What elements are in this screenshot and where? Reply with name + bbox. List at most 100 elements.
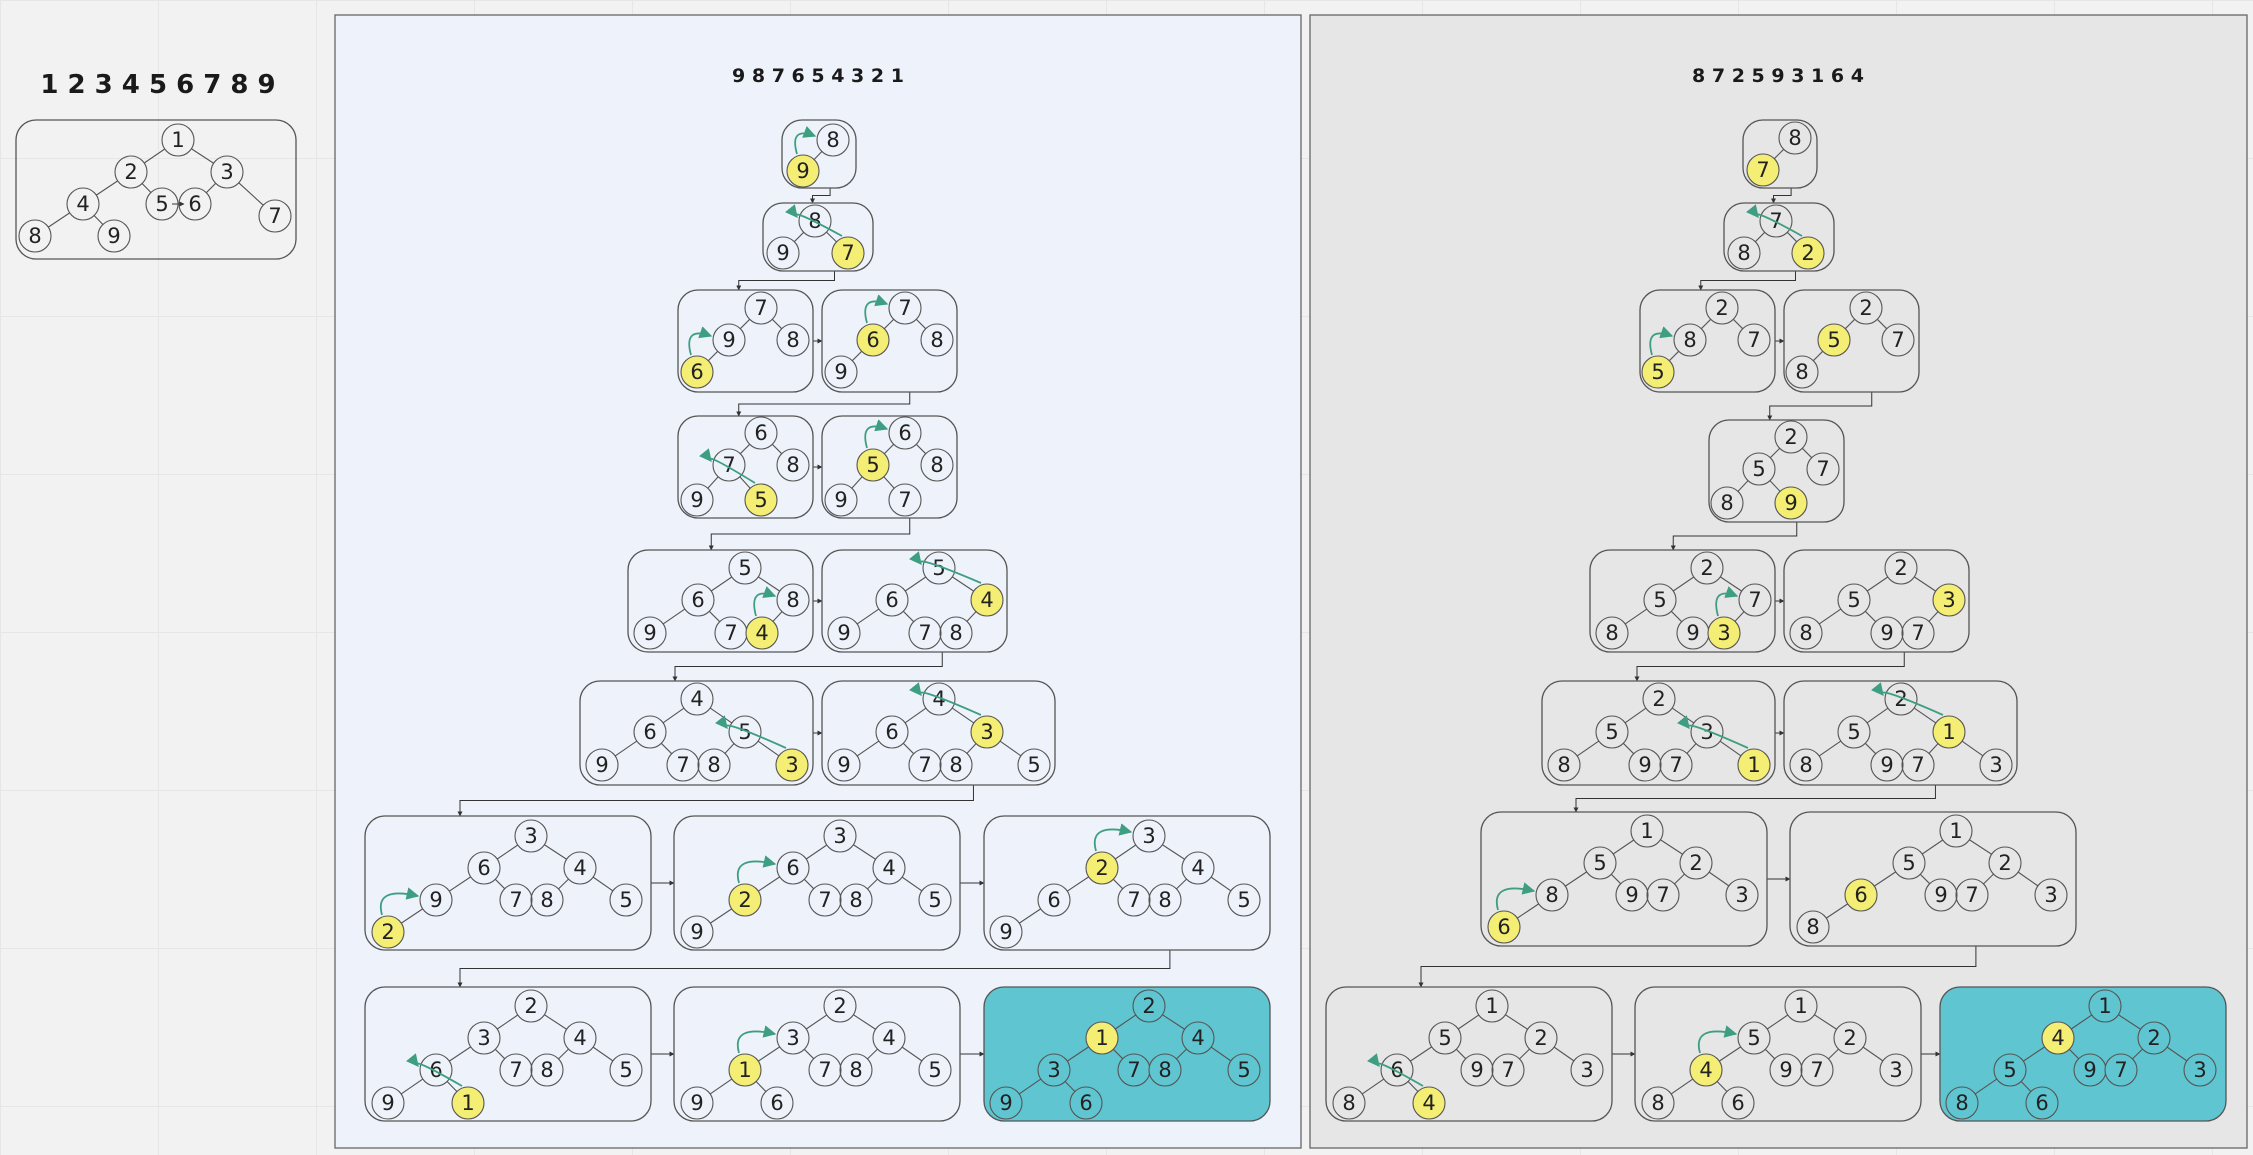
node-value: 8 [1737, 241, 1750, 265]
node-value: 3 [2044, 883, 2057, 907]
node-circle [419, 883, 453, 917]
swap-arrow [715, 715, 787, 749]
node-circle [1759, 204, 1793, 238]
node-value: 9 [1934, 883, 1947, 907]
new-node-circle [1487, 910, 1521, 944]
tree-edge [449, 1046, 471, 1062]
node-value: 2 [1998, 851, 2011, 875]
node-value: 2 [381, 920, 394, 944]
node-value: 9 [1880, 621, 1893, 645]
node-circle [712, 448, 746, 482]
tree-edge [1719, 1046, 1741, 1062]
node-circle [1837, 583, 1871, 617]
node-value: 8 [540, 1058, 553, 1082]
tree-edge [1814, 1014, 1837, 1030]
panel-b-step-tree: 87 [1742, 119, 1818, 189]
tree-edge [710, 908, 732, 924]
node-circle [499, 1053, 533, 1087]
node-circle [918, 883, 952, 917]
node-value: 9 [381, 1091, 394, 1115]
node-value: 3 [477, 1026, 490, 1050]
node-value: 1 [1794, 994, 1807, 1018]
tree-edge [966, 743, 977, 754]
node-value: 6 [1079, 1091, 1092, 1115]
node-circle [563, 1021, 597, 1055]
node-circle [1690, 551, 1724, 585]
node-circle [776, 448, 810, 482]
step-box [15, 119, 297, 260]
node-value: 8 [949, 753, 962, 777]
node-value: 2 [1801, 241, 1814, 265]
swap-arrow [1715, 586, 1739, 617]
node-circle [2104, 1053, 2138, 1087]
node-value: 4 [690, 687, 703, 711]
node-value: 3 [1047, 1058, 1060, 1082]
node-value: 9 [999, 920, 1012, 944]
node-circle [1774, 420, 1808, 454]
tree-edge [1674, 873, 1685, 885]
new-node-circle [1791, 236, 1825, 270]
step-box [1480, 811, 1768, 947]
tree-edge [1112, 1048, 1124, 1060]
tree-edge [1407, 1081, 1419, 1092]
node-value: 4 [2051, 1026, 2064, 1050]
tree-edge [1610, 873, 1622, 885]
node-circle [776, 583, 810, 617]
node-value: 9 [1625, 883, 1638, 907]
node-circle [712, 323, 746, 357]
node-circle [1570, 1053, 1604, 1087]
swap-arrow [864, 294, 889, 324]
panel-b-title: 8 7 2 5 9 3 1 6 4 [1692, 65, 1864, 87]
tree-edge [1018, 1078, 1042, 1095]
node-circle [798, 204, 832, 238]
new-node-circle [970, 715, 1004, 749]
swap-arrow [909, 682, 982, 716]
node-circle [827, 748, 861, 782]
node-value: 5 [1027, 753, 1040, 777]
tree-edge [856, 608, 880, 625]
new-node-circle [371, 915, 405, 949]
tree-edge [951, 707, 975, 724]
node-value: 4 [932, 687, 945, 711]
new-node-circle [856, 323, 890, 357]
node-value: 8 [1651, 1091, 1664, 1115]
node-value: 9 [834, 488, 847, 512]
node-value: 7 [509, 1058, 522, 1082]
node-value: 9 [999, 1091, 1012, 1115]
step-box [983, 815, 1271, 951]
node-circle [888, 416, 922, 450]
tree-edge [1410, 1046, 1432, 1062]
step-box [781, 119, 857, 189]
node-circle [1227, 883, 1261, 917]
node-value: 6 [1047, 888, 1060, 912]
node-circle [1945, 1086, 1979, 1120]
tree-edge [1176, 1048, 1187, 1060]
node-value: 7 [918, 753, 931, 777]
node-value: 3 [220, 160, 233, 184]
node-circle [888, 483, 922, 517]
tree-edge [1162, 844, 1185, 860]
node-circle [1939, 814, 1973, 848]
tree-edge [1769, 447, 1781, 459]
tree-edge [999, 740, 1022, 757]
tree-edge [1622, 742, 1635, 755]
tree-edge [1969, 839, 1992, 855]
node-value: 5 [928, 1058, 941, 1082]
tree-edge [1067, 876, 1089, 892]
tree-edge [1818, 740, 1842, 757]
tree-edge [1974, 1078, 1998, 1095]
node-value: 7 [898, 296, 911, 320]
node-circle [888, 291, 922, 325]
node-circle [922, 682, 956, 716]
tree-edge [707, 350, 719, 362]
swap-arrow [1871, 682, 1944, 716]
node-circle [666, 748, 700, 782]
node-value: 5 [1747, 1026, 1760, 1050]
node-value: 8 [1545, 883, 1558, 907]
tree-edge [1928, 611, 1939, 622]
